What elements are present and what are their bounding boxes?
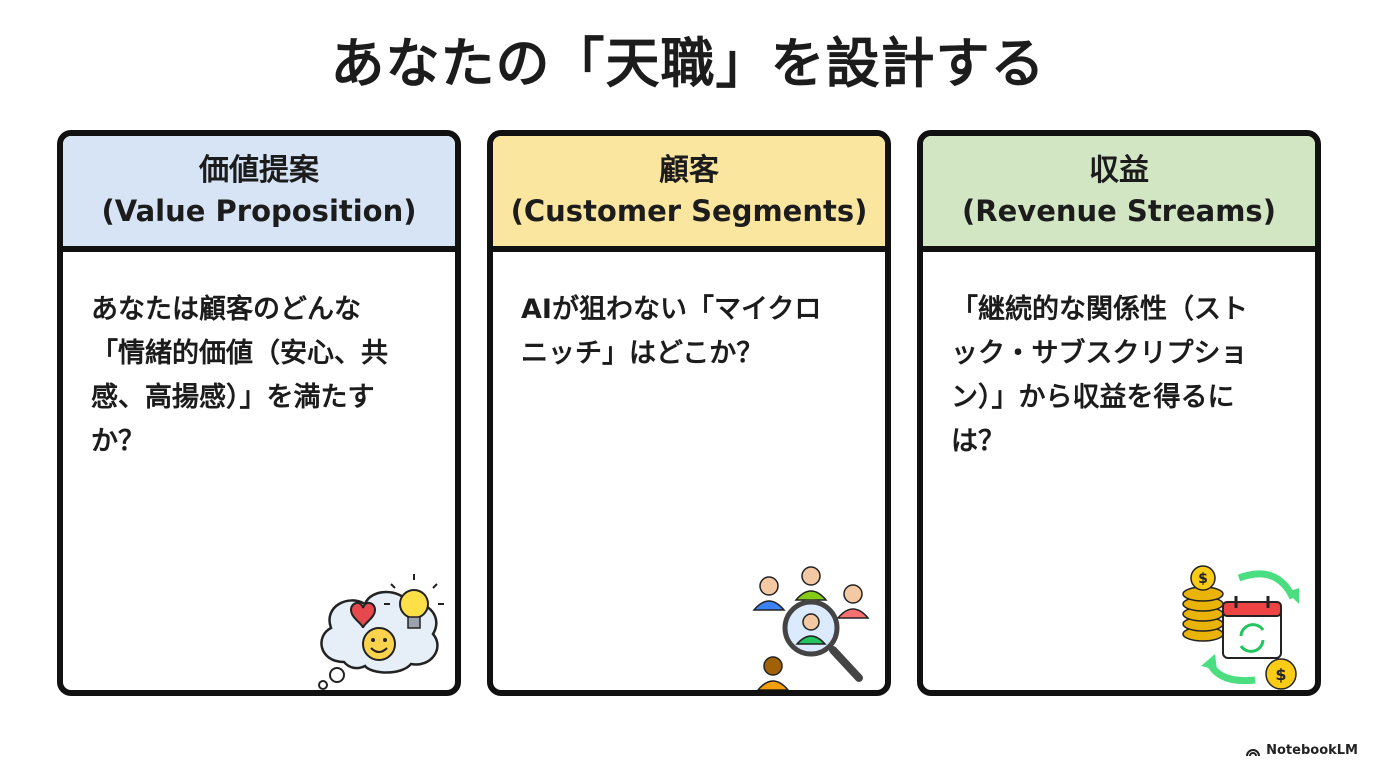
card-heading: 収益 [1089,153,1149,188]
card-question: 「継続的な関係性（スト ック・サブスクリプショ ン）」から収益を得るに は？ [951,294,1248,457]
thought-bubble-heart-smile-lightbulb-icon [318,574,444,690]
card-subheading: (Value Proposition) [101,194,417,228]
card-heading: 顧客 [659,153,719,188]
card-header: 価値提案 (Value Proposition) [63,136,455,252]
people-magnifying-glass-icon [752,566,870,690]
svg-text:$: $ [1275,665,1286,684]
card-subheading: (Customer Segments) [510,194,868,228]
coins-calendar-cycle-icon: $ $ [1182,565,1299,690]
page-title: あなたの「天職」を設計する [330,32,1046,95]
value-proposition-card: 価値提案 (Value Proposition) あなたは顧客のどんな 「情緒的… [57,130,461,696]
customer-segments-card: 顧客 (Customer Segments) AIが狙わない「マイクロ ニッチ」… [487,130,891,696]
card-header: 収益 (Revenue Streams) [923,136,1315,252]
card-subheading: (Revenue Streams) [962,194,1276,228]
svg-text:$: $ [1198,571,1208,587]
notebooklm-brand: NotebookLM [1245,743,1358,758]
card-header: 顧客 (Customer Segments) [493,136,885,252]
revenue-streams-card: 収益 (Revenue Streams) 「継続的な関係性（スト ック・サブスク… [917,130,1321,696]
brand-label: NotebookLM [1266,743,1358,758]
notebooklm-logo-icon [1246,748,1261,756]
card-question: あなたは顧客のどんな 「情緒的価値（安心、共 感、高揚感）」を満たす か？ [91,294,388,457]
card-heading: 価値提案 [199,153,319,188]
card-question: AIが狙わない「マイクロ ニッチ」はどこか？ [521,294,822,369]
